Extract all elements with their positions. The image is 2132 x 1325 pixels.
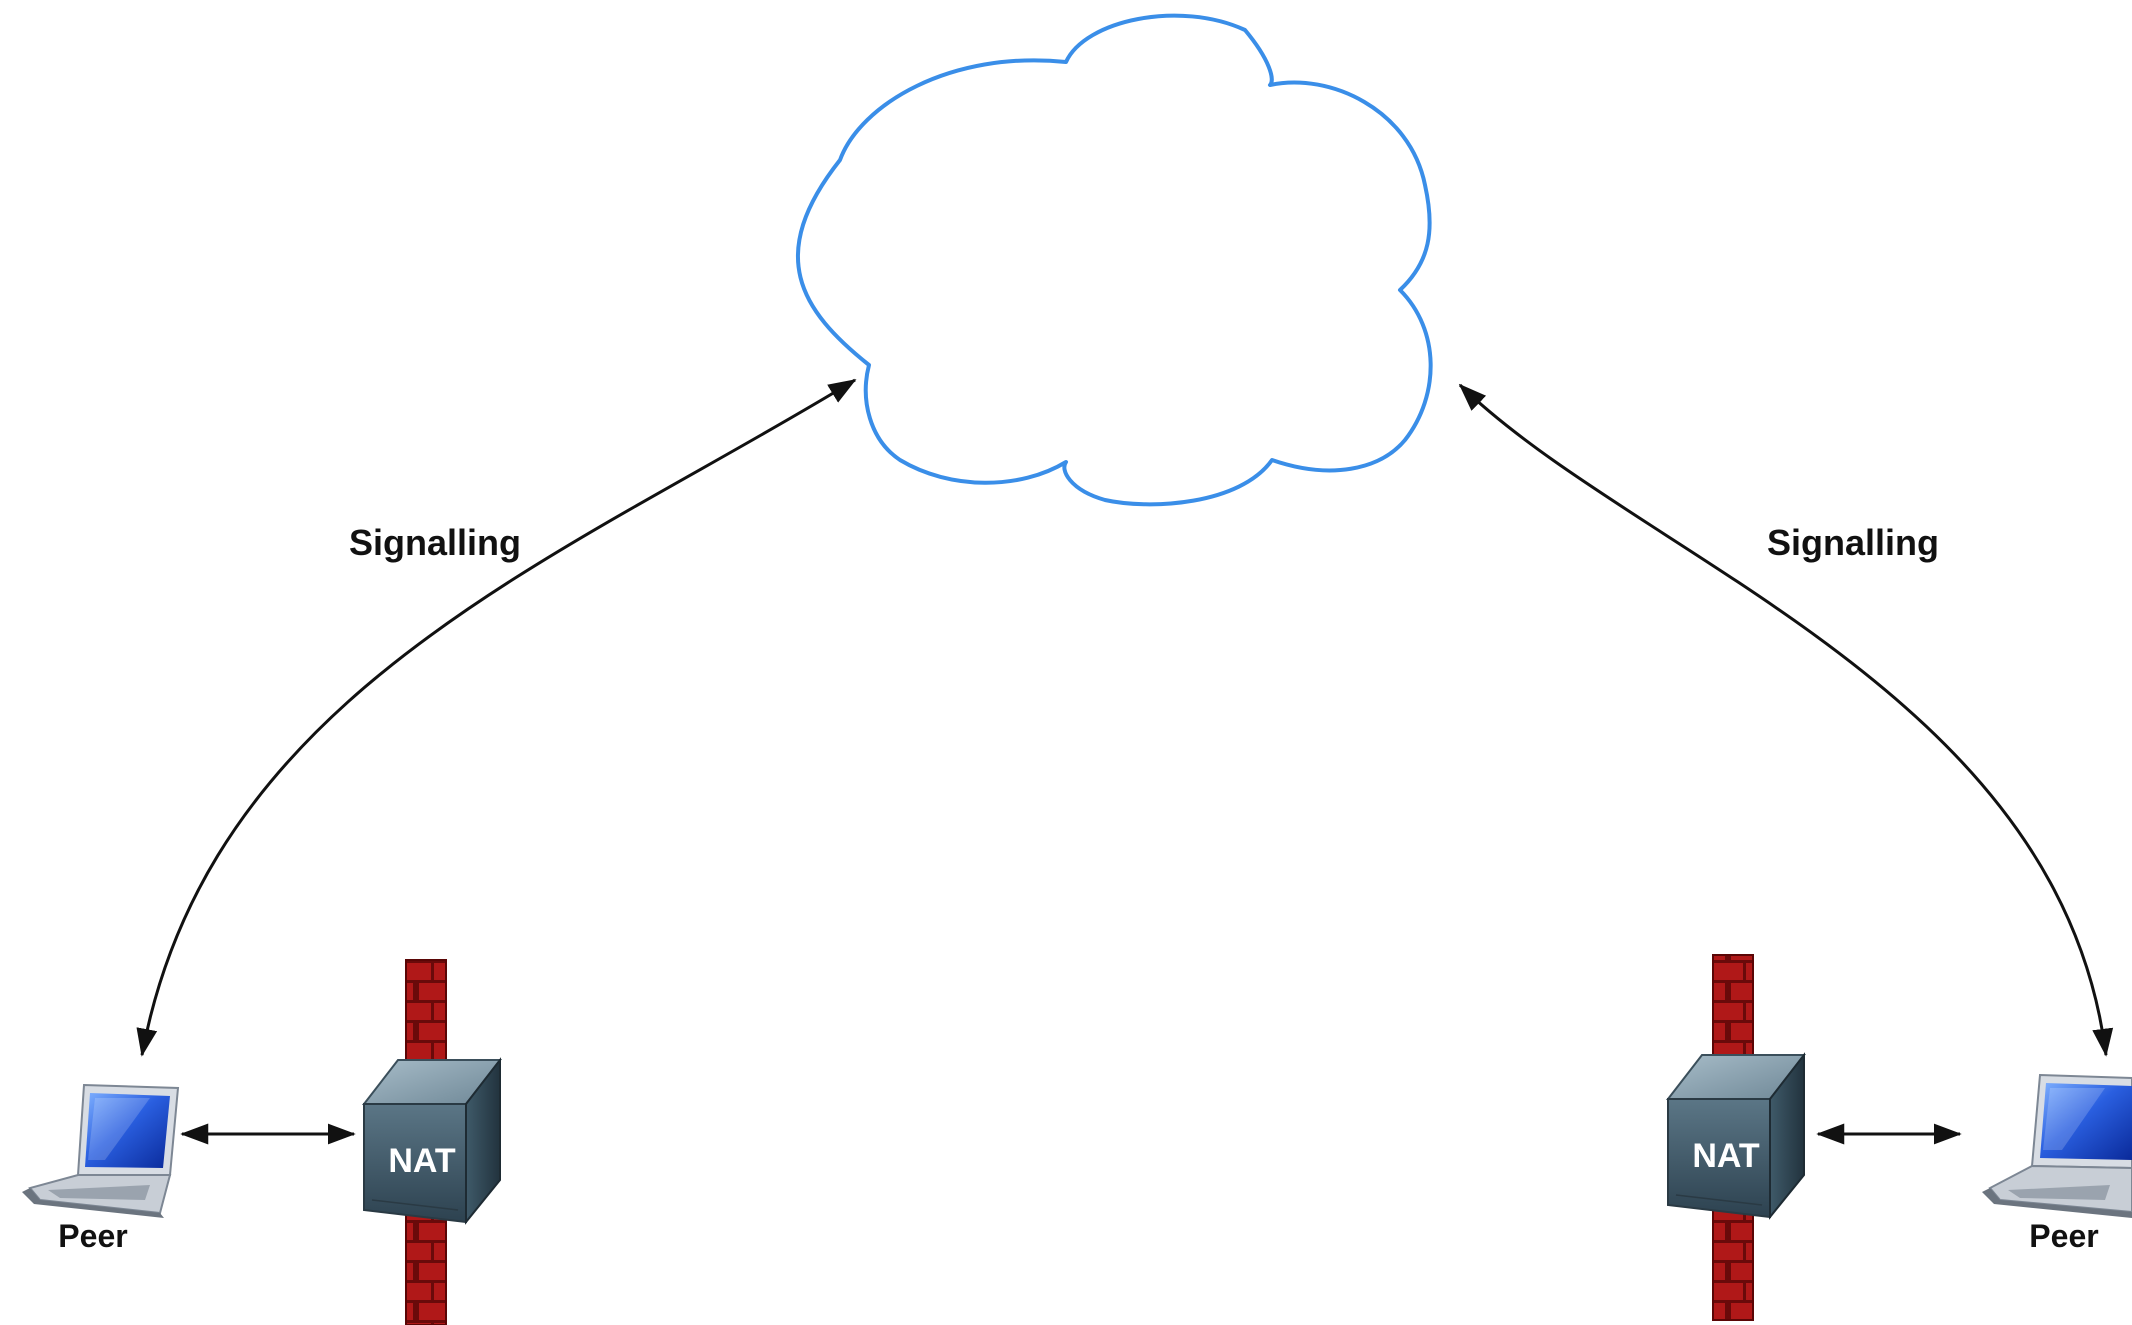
left-peer-label: Peer bbox=[58, 1218, 127, 1254]
left-nat-server: NAT bbox=[361, 1057, 503, 1225]
left-signalling-arrow bbox=[136, 378, 857, 1057]
server-icon bbox=[361, 1057, 503, 1225]
left-nat-label: NAT bbox=[388, 1142, 456, 1180]
right-signalling-label: Signalling bbox=[1767, 522, 1939, 563]
right-nat-label: NAT bbox=[1692, 1137, 1760, 1175]
left-peer-laptop bbox=[22, 1083, 180, 1218]
cloud-icon bbox=[795, 13, 1433, 507]
right-nat-server: NAT bbox=[1665, 1052, 1807, 1220]
right-peer-label: Peer bbox=[2029, 1218, 2098, 1254]
laptop-icon bbox=[22, 1083, 180, 1218]
left-signalling-label: Signalling bbox=[349, 522, 521, 563]
laptop-icon bbox=[1982, 1073, 2132, 1218]
server-icon bbox=[1665, 1052, 1807, 1220]
right-signalling-arrow bbox=[1458, 383, 2114, 1057]
right-peer-laptop bbox=[1982, 1073, 2132, 1218]
